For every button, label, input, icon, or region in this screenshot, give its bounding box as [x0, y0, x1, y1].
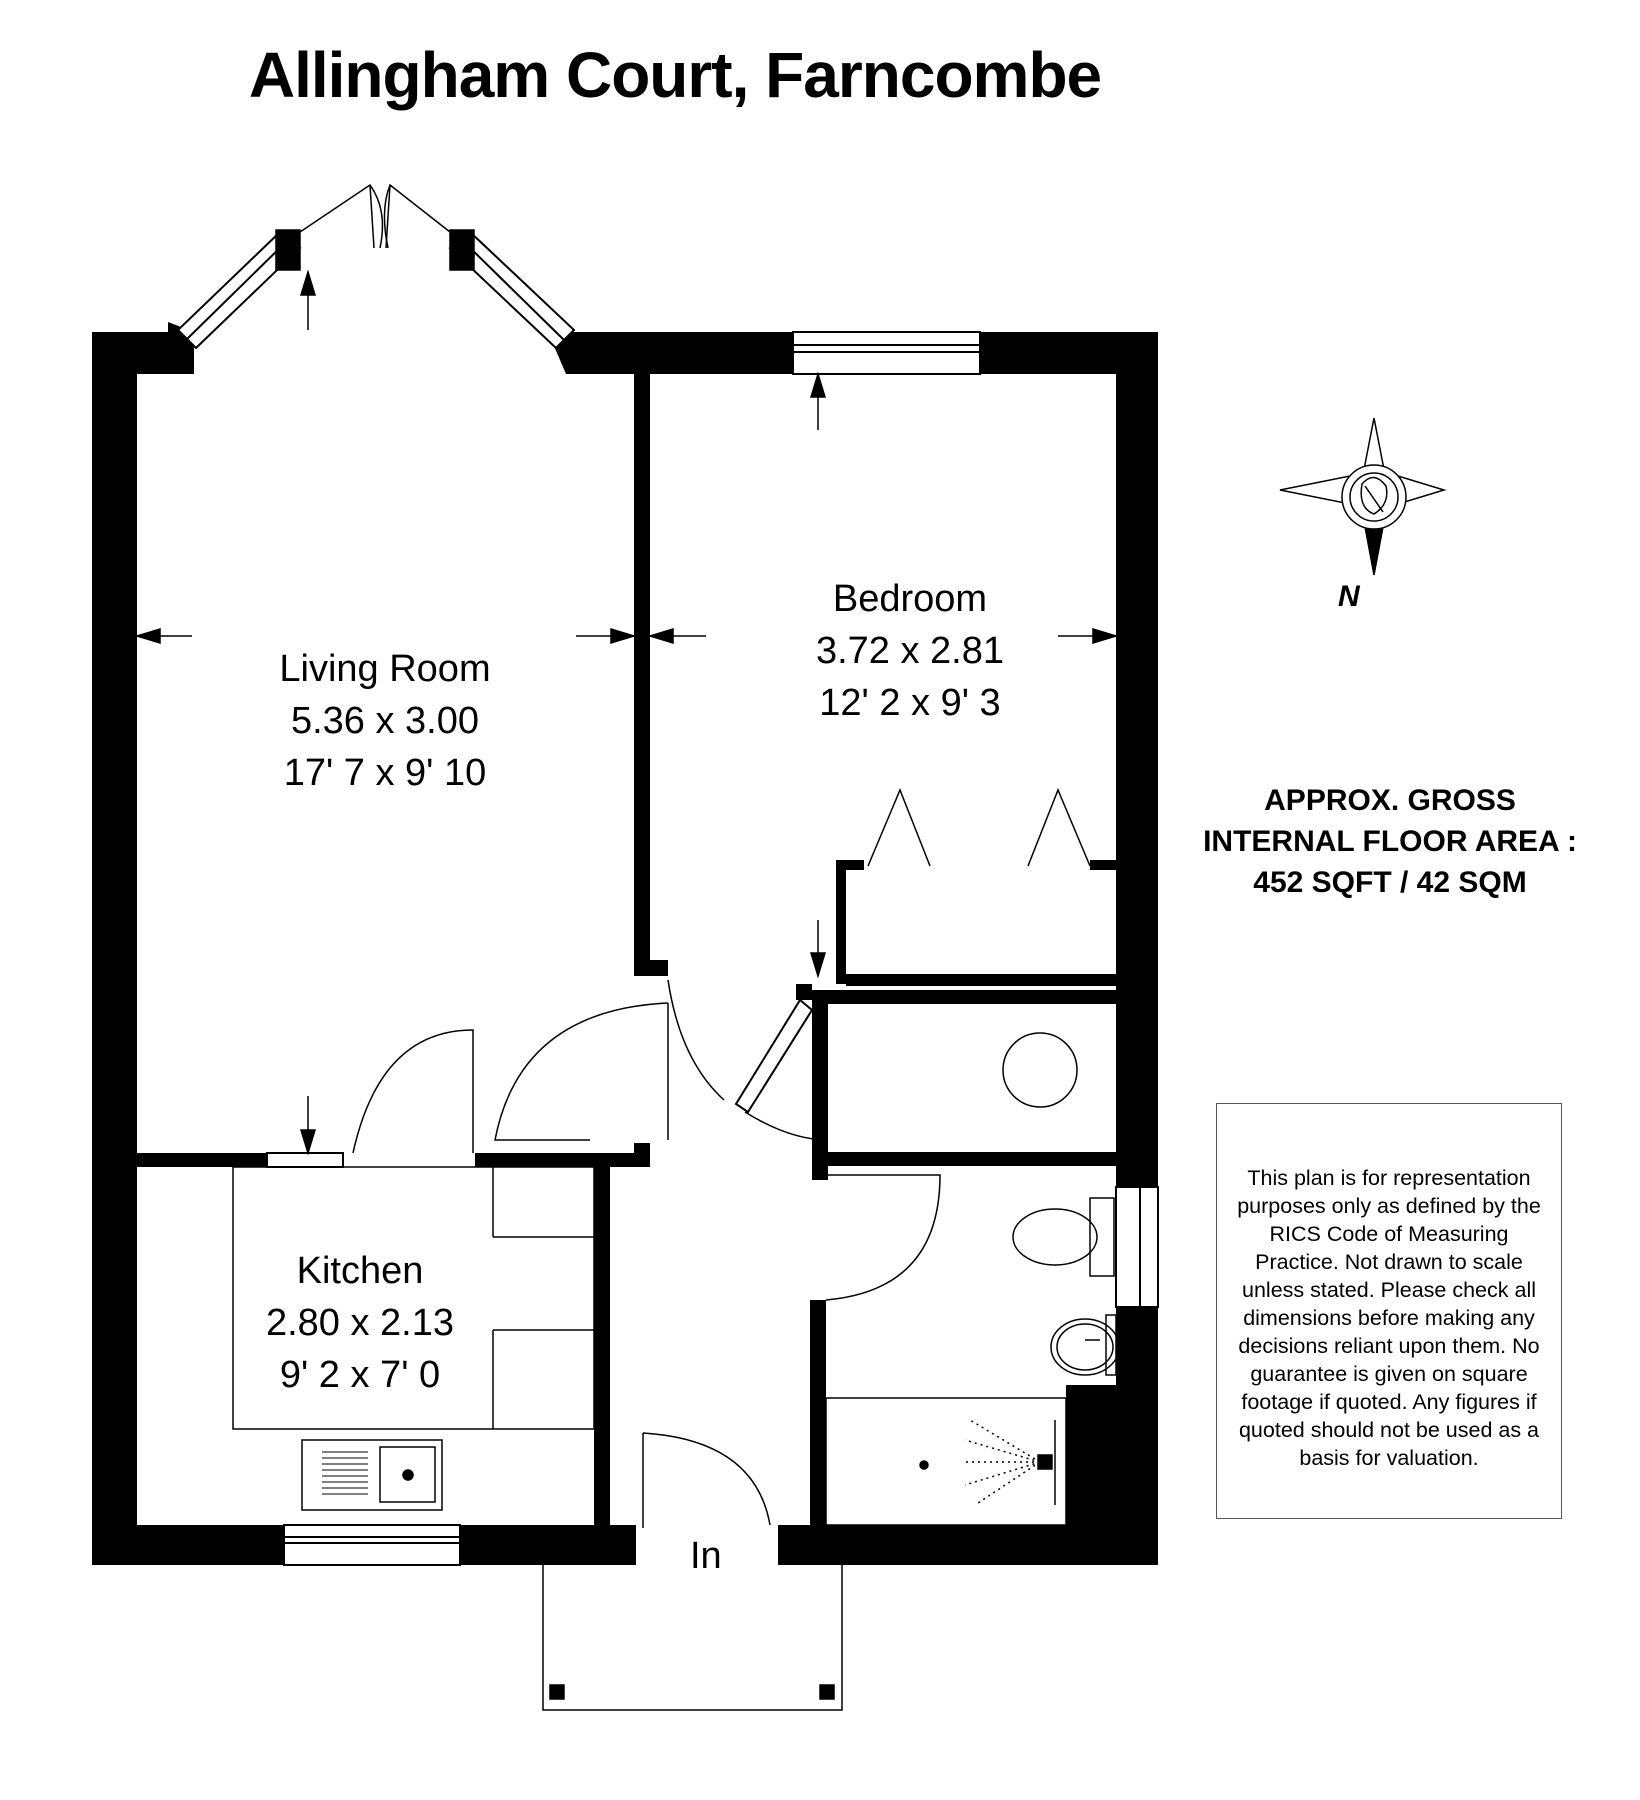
kitchen-label: Kitchen 2.80 x 2.13 9' 2 x 7' 0 [210, 1245, 510, 1401]
kitchen-name: Kitchen [296, 1250, 424, 1292]
door-swings [232, 979, 941, 1711]
kitchen-metric: 2.80 x 2.13 [265, 1302, 455, 1344]
compass-icon [1279, 417, 1447, 576]
windows [176, 230, 1159, 1566]
living-room-metric: 5.36 x 3.00 [290, 700, 480, 742]
floor-area-summary: APPROX. GROSS INTERNAL FLOOR AREA : 452 … [1180, 780, 1600, 903]
floor-area-line-3: 452 SQFT / 42 SQM [1253, 866, 1527, 899]
floor-area-line-2: INTERNAL FLOOR AREA : [1203, 825, 1577, 858]
kitchen-imperial: 9' 2 x 7' 0 [279, 1354, 441, 1396]
internal-walls [137, 374, 1132, 1525]
bedroom-metric: 3.72 x 2.81 [815, 630, 1005, 672]
bedroom-name: Bedroom [832, 578, 988, 620]
living-room-label: Living Room 5.36 x 3.00 17' 7 x 9' 10 [235, 643, 535, 799]
compass-north-label: N [1338, 580, 1360, 613]
disclaimer-text: This plan is for representation purposes… [1237, 1166, 1541, 1470]
plan-title: Allingham Court, Farncombe [248, 39, 1102, 111]
living-room-imperial: 17' 7 x 9' 10 [283, 752, 487, 794]
external-walls [92, 322, 1158, 1565]
living-room-name: Living Room [279, 648, 491, 690]
bathroom-fixtures [825, 1032, 1120, 1526]
bedroom-imperial: 12' 2 x 9' 3 [819, 682, 1001, 724]
bay-doors [275, 183, 475, 271]
disclaimer-box: This plan is for representation purposes… [1216, 1103, 1562, 1519]
bedroom-label: Bedroom 3.72 x 2.81 12' 2 x 9' 3 [760, 573, 1060, 729]
floor-area-line-1: APPROX. GROSS [1264, 784, 1516, 817]
dimension-arrows [134, 269, 1119, 1156]
wardrobe-symbols [867, 788, 1091, 867]
entrance-label: In [690, 1535, 722, 1577]
kitchen-sink [301, 1439, 443, 1511]
